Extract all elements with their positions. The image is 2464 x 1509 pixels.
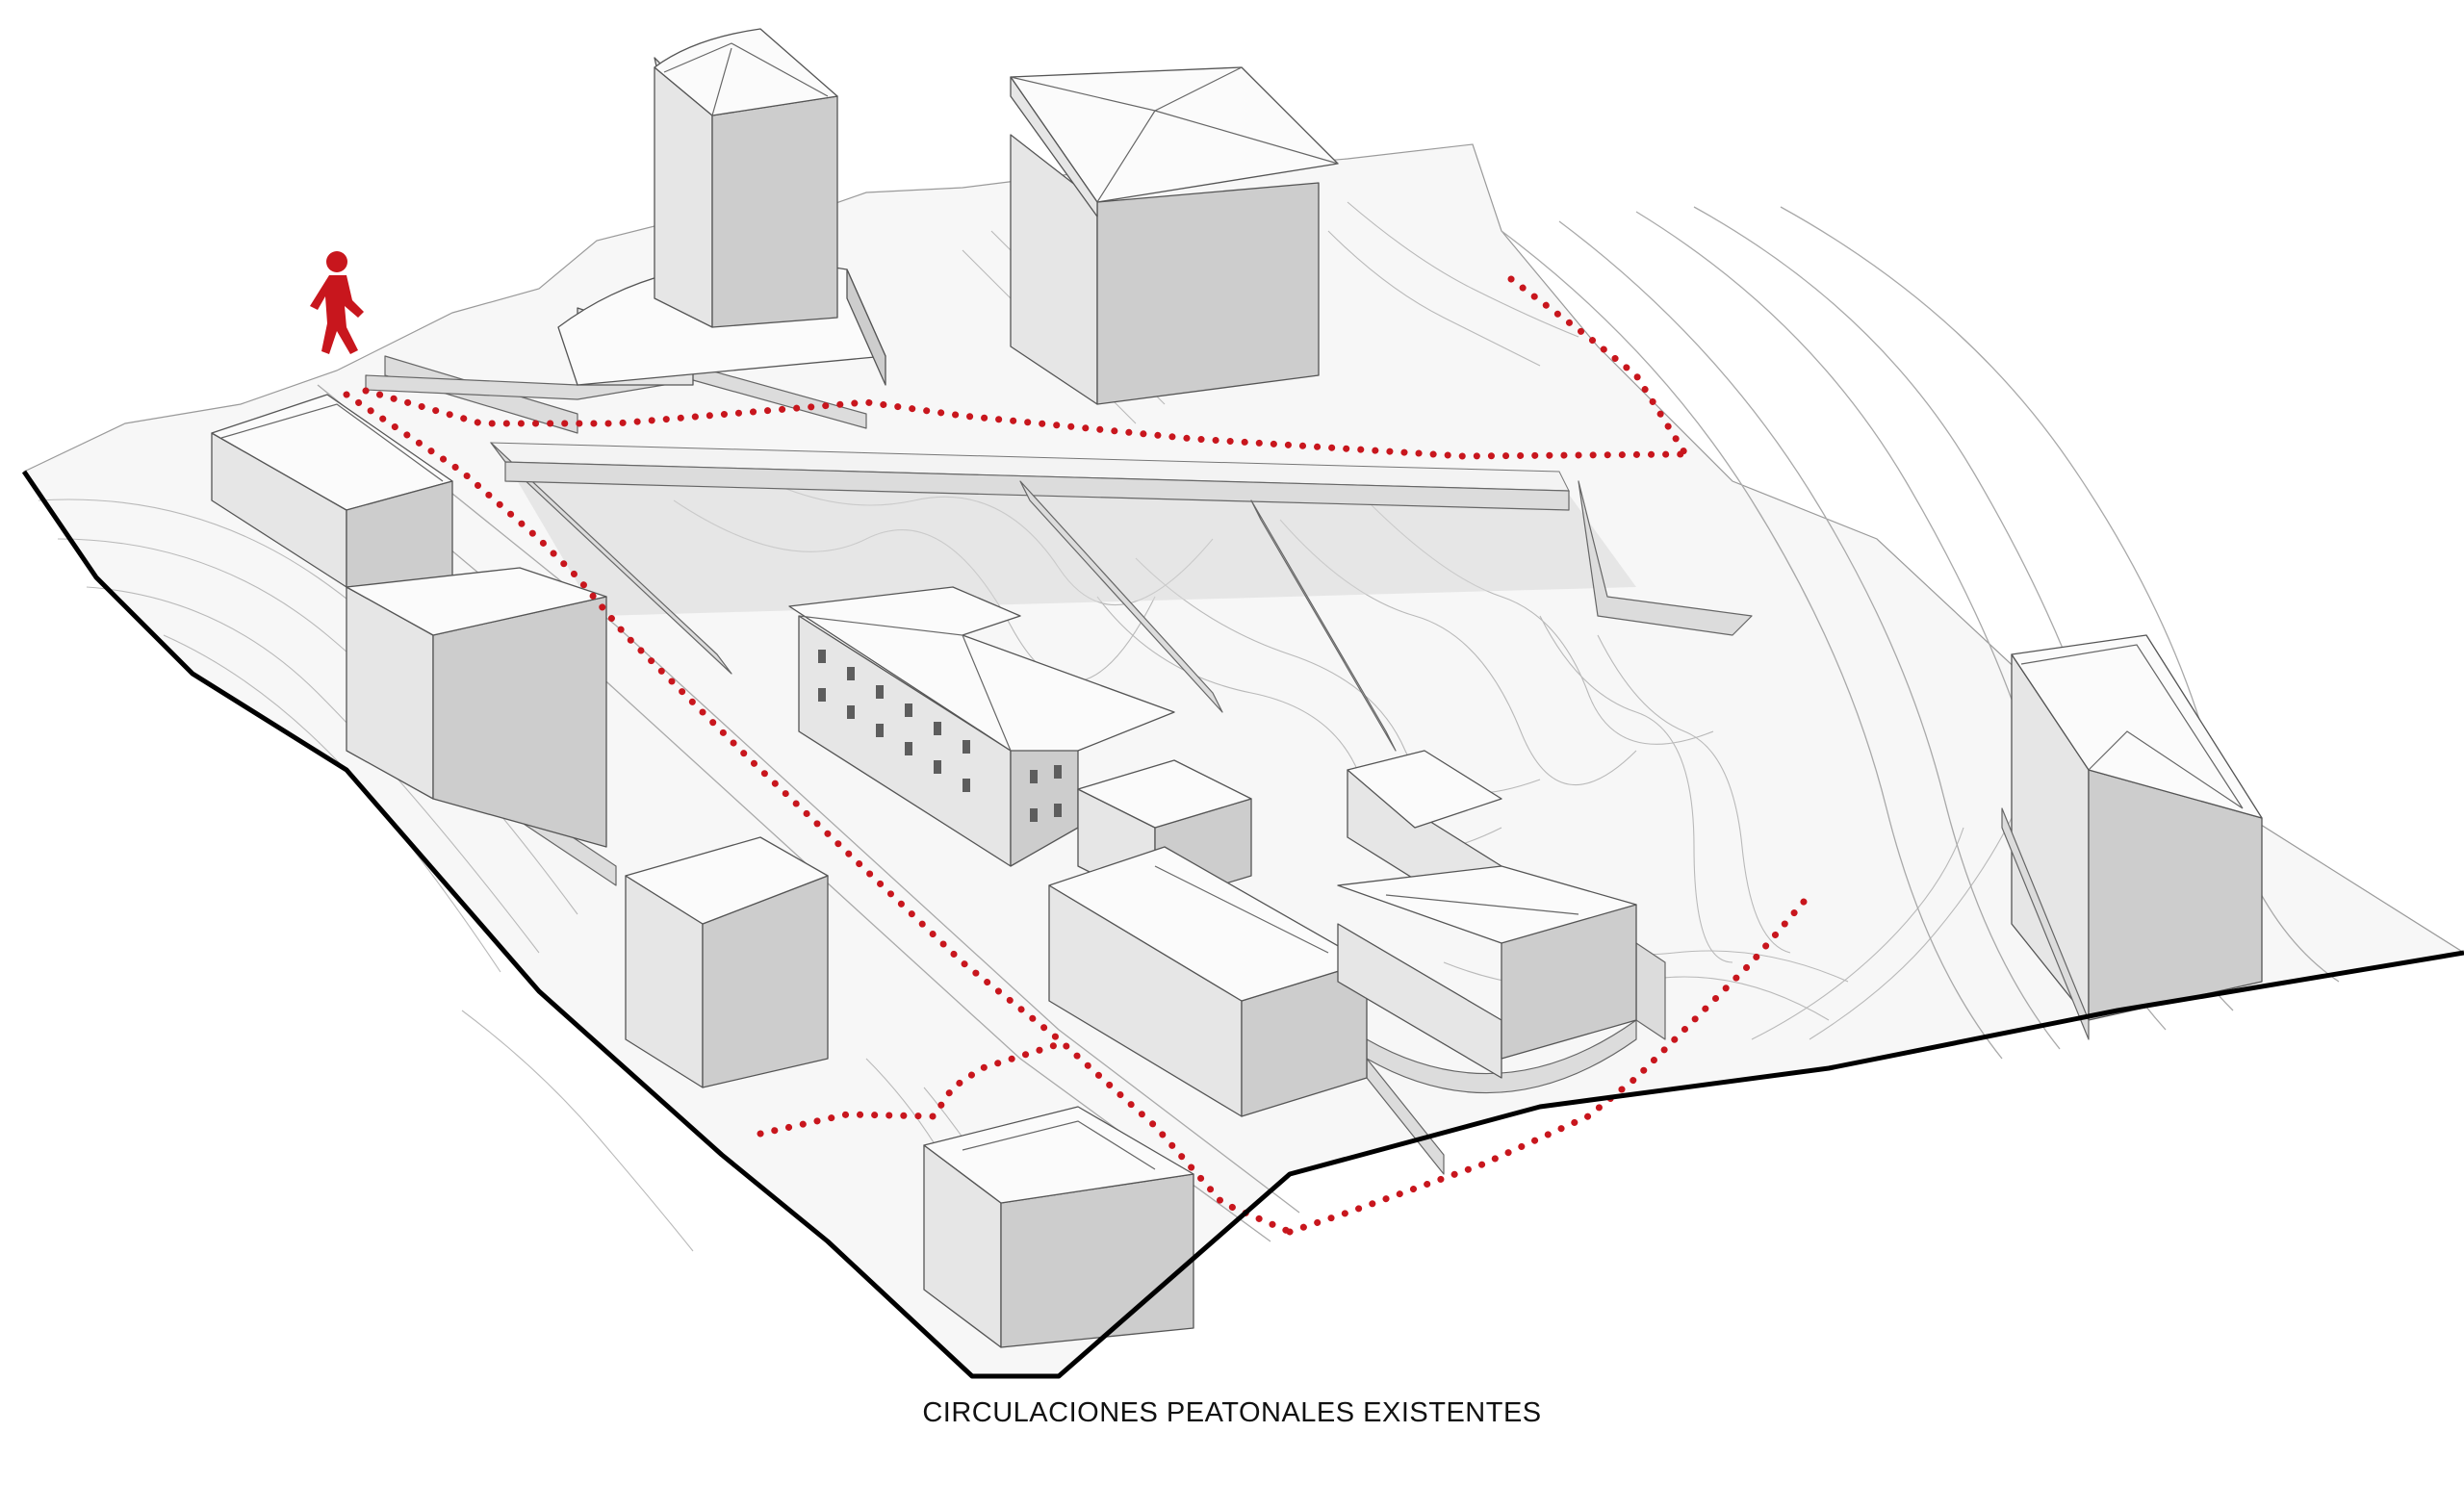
route-upper-ridge: [362, 387, 1688, 460]
building-square-tower: [1010, 66, 1339, 405]
building-left-row-4: [923, 1106, 1194, 1348]
historic-windows: [818, 650, 1062, 822]
retaining-walls: [365, 355, 1753, 1175]
building-left-row-2: [346, 567, 607, 848]
site-edge: [21, 470, 2464, 1379]
route-lower-left-link: [757, 1040, 1063, 1138]
building-central-block: [1048, 846, 1368, 1117]
route-upper-right-loop: [1507, 275, 1688, 456]
building-left-row-3: [625, 836, 829, 1088]
building-right: [2001, 634, 2263, 1040]
building-historic: [788, 586, 1175, 867]
building-left-row-1: [211, 394, 453, 588]
diagram-caption: CIRCULACIONES PEATONALES EXISTENTES: [922, 1397, 1542, 1428]
building-tall-tower: [557, 28, 886, 386]
pedestrian-walking-icon: [310, 251, 364, 354]
building-courtyard: [1337, 750, 1637, 1079]
